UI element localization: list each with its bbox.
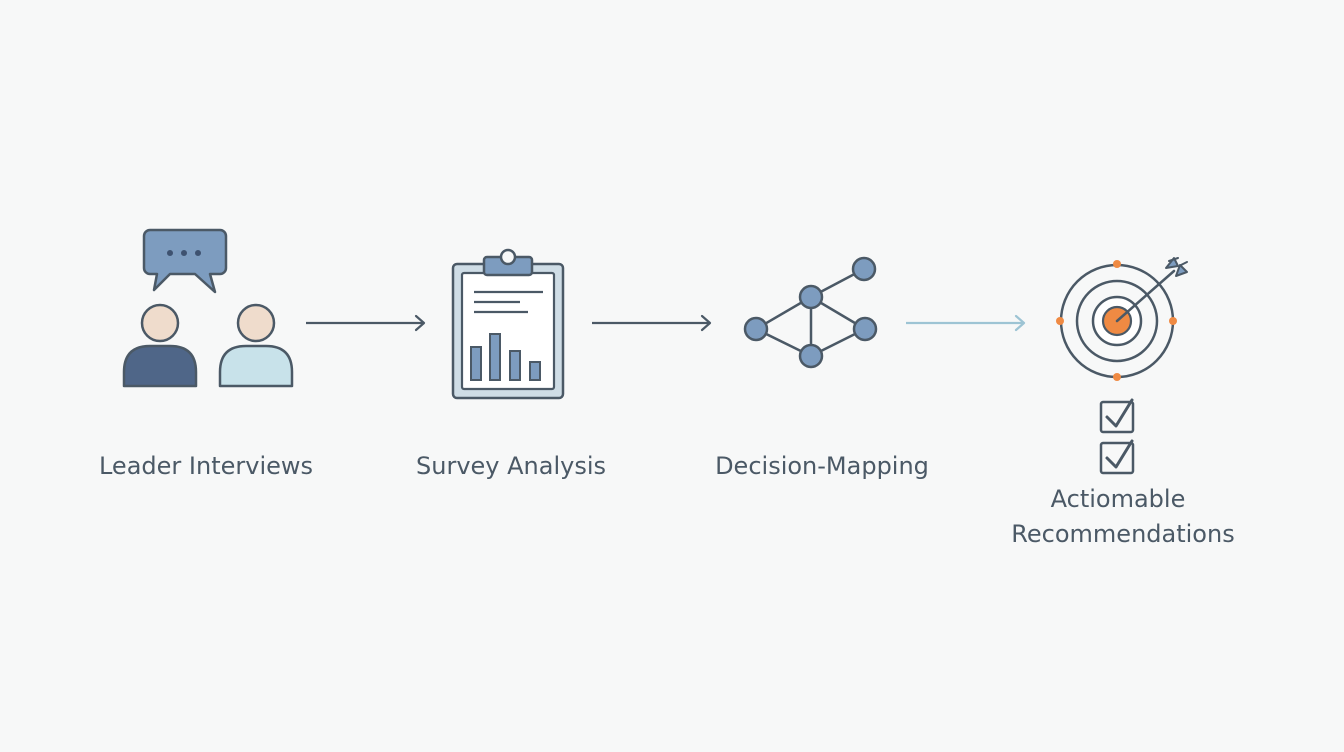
checklist-icon (1099, 398, 1135, 475)
target-arrow-icon (1056, 257, 1188, 381)
step-label-survey-analysis: Survey Analysis (416, 452, 606, 480)
step-label-recommendations-line-1: Actiomable (1050, 485, 1186, 513)
step-label-decision-mapping: Decision-Mapping (715, 452, 929, 480)
arrow-right-icon (592, 314, 712, 332)
network-nodes-icon (743, 256, 878, 369)
clipboard-chart-icon (451, 248, 565, 400)
step-label-recommendations-line-2: Recommendations (1011, 520, 1235, 548)
arrow-right-icon (306, 314, 426, 332)
person-light-icon (218, 303, 294, 388)
arrow-right-icon (906, 314, 1026, 332)
step-label-leader-interviews: Leader Interviews (98, 452, 314, 480)
leader-interviews-icon (122, 228, 294, 388)
person-dark-icon (122, 303, 198, 388)
speech-bubble-icon (142, 228, 228, 294)
